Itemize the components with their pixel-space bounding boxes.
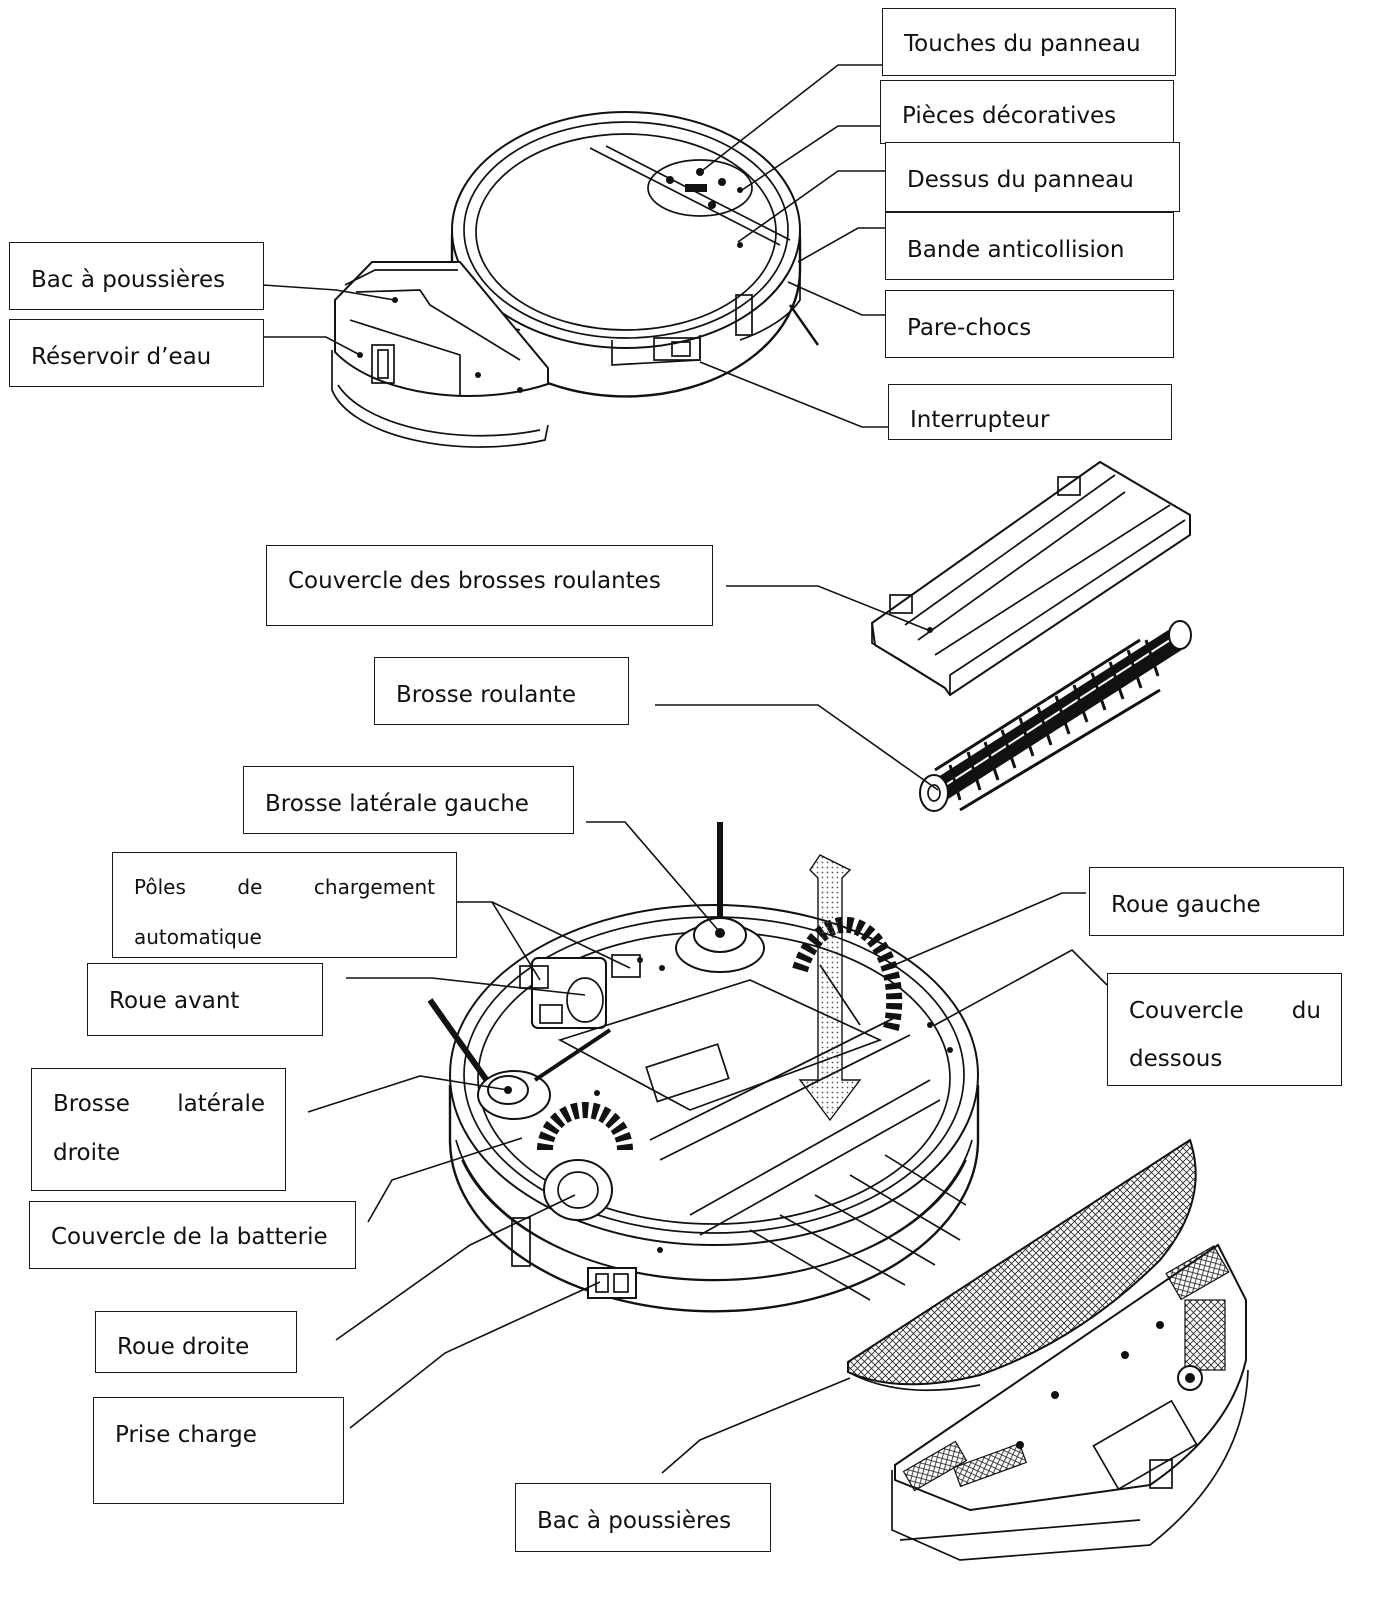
label-front-wheel-text: Roue avant — [109, 988, 240, 1014]
label-bumper: Pare-chocs — [885, 290, 1174, 358]
label-front-wheel: Roue avant — [87, 963, 323, 1036]
label-right-side-brush-line1: Brosse latérale — [53, 1091, 265, 1117]
label-dust-bin-top-text: Bac à poussières — [31, 267, 226, 293]
label-panel-top: Dessus du panneau — [885, 142, 1180, 212]
label-decorative-parts: Pièces décoratives — [880, 80, 1174, 144]
label-left-side-brush-text: Brosse latérale gauche — [265, 791, 529, 817]
label-charging-socket-text: Prise charge — [115, 1422, 257, 1448]
label-left-side-brush: Brosse latérale gauche — [243, 766, 574, 834]
label-charging-socket: Prise charge — [93, 1397, 344, 1504]
label-charging-poles-line2: automatique — [134, 925, 262, 949]
label-right-wheel-text: Roue droite — [117, 1334, 250, 1360]
label-bottom-cover-line2: dessous — [1129, 1046, 1223, 1072]
label-anticollision-strip-text: Bande anticollision — [907, 237, 1125, 263]
label-rolling-brush-text: Brosse roulante — [396, 682, 577, 708]
label-bottom-cover: Couvercle du dessous — [1107, 973, 1342, 1086]
label-left-wheel: Roue gauche — [1089, 867, 1344, 936]
label-left-wheel-text: Roue gauche — [1111, 892, 1261, 918]
label-dust-bin-top: Bac à poussières — [9, 242, 264, 310]
label-right-side-brush-line2: droite — [53, 1140, 121, 1166]
leader-lines — [262, 64, 1108, 1474]
label-power-switch-text: Interrupteur — [910, 407, 1050, 433]
label-bumper-text: Pare-chocs — [907, 315, 1032, 341]
label-bottom-cover-line1: Couvercle du — [1129, 998, 1321, 1024]
label-water-tank: Réservoir d’eau — [9, 319, 264, 387]
dust-bin-bottom-drawing — [847, 1138, 1249, 1561]
label-power-switch: Interrupteur — [888, 384, 1172, 440]
dust-bin-top-drawing — [331, 261, 549, 448]
label-battery-cover-text: Couvercle de la batterie — [51, 1224, 328, 1250]
robot-top-view — [447, 111, 819, 398]
label-water-tank-text: Réservoir d’eau — [31, 344, 212, 370]
label-charging-poles: Pôles de chargement automatique — [112, 852, 457, 958]
label-anticollision-strip: Bande anticollision — [885, 212, 1174, 280]
label-charging-poles-line1: Pôles de chargement — [134, 875, 435, 899]
label-battery-cover: Couvercle de la batterie — [29, 1201, 356, 1269]
label-right-wheel: Roue droite — [95, 1311, 297, 1373]
label-dust-bin-bottom: Bac à poussières — [515, 1483, 771, 1552]
rolling-brush-drawing — [919, 620, 1192, 812]
rolling-brush-cover-drawing — [870, 460, 1191, 697]
label-rolling-brush-cover-text: Couvercle des brosses roulantes — [288, 568, 661, 594]
label-panel-top-text: Dessus du panneau — [907, 167, 1134, 193]
label-right-side-brush: Brosse latérale droite — [31, 1068, 286, 1191]
label-panel-keys-text: Touches du panneau — [904, 31, 1141, 57]
label-panel-keys: Touches du panneau — [882, 8, 1176, 76]
label-dust-bin-bottom-text: Bac à poussières — [537, 1508, 732, 1534]
robot-bottom-view — [427, 822, 980, 1313]
label-decorative-parts-text: Pièces décoratives — [902, 103, 1117, 129]
label-rolling-brush: Brosse roulante — [374, 657, 629, 725]
label-rolling-brush-cover: Couvercle des brosses roulantes — [266, 545, 713, 626]
